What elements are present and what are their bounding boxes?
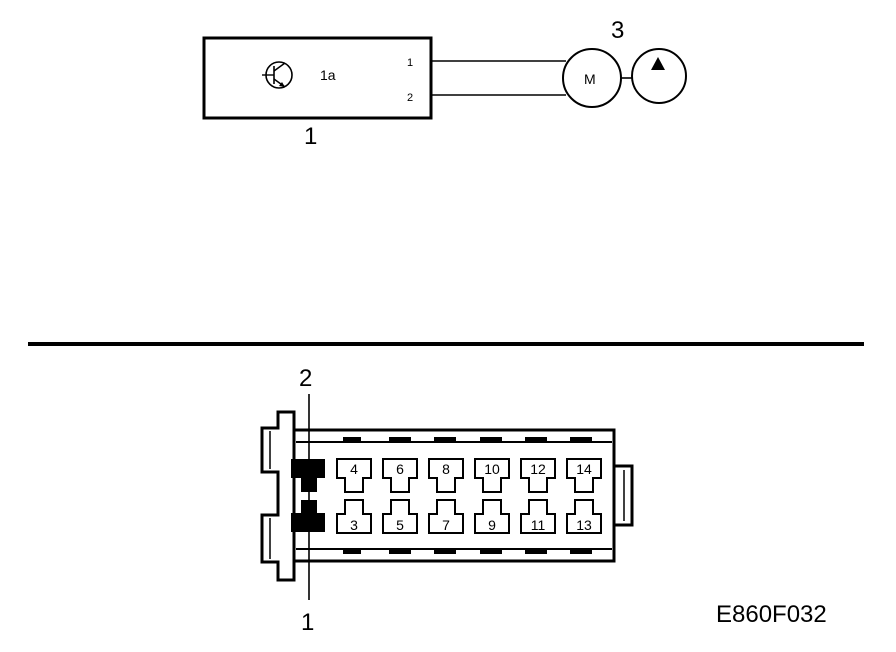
cavity-2-filled: [291, 459, 325, 492]
pin-label-4: 4: [350, 461, 358, 477]
transistor-symbol-icon: [262, 61, 293, 89]
pin-label-8: 8: [442, 461, 450, 477]
pin-cavity-5: [382, 499, 418, 534]
pin-cavity-6: [382, 458, 418, 493]
connector: 2 1 4 6 8 10 12 14 3 5 7 9: [260, 365, 634, 636]
control-unit-callout: 1: [304, 123, 317, 150]
pin-cavity-3: [336, 499, 372, 534]
pin-label-10: 10: [484, 461, 500, 477]
pin-label-12: 12: [530, 461, 546, 477]
pin-cavity-14: [566, 458, 602, 493]
pin-cavity-13: [566, 499, 602, 534]
pump-callout: 3: [611, 17, 624, 44]
pin-label-5: 5: [396, 517, 404, 533]
cavity-1-filled: [291, 500, 325, 532]
left-flange: [260, 410, 296, 582]
connector-callout-1: 1: [301, 609, 314, 636]
motor-label: M: [584, 71, 596, 87]
pin-cavity-7: [428, 499, 464, 534]
connector-housing: [292, 428, 616, 563]
housing-ribs: [343, 437, 592, 554]
pin-label-7: 7: [442, 517, 450, 533]
pin-label-6: 6: [396, 461, 404, 477]
pin-label-9: 9: [488, 517, 496, 533]
terminal-2-label: 2: [407, 92, 413, 104]
pin-label-3: 3: [350, 517, 358, 533]
connector-callout-2: 2: [299, 365, 312, 392]
pin-cavity-11: [520, 499, 556, 534]
pin-label-11: 11: [531, 517, 546, 533]
right-latch: [614, 464, 634, 527]
pin-row-bottom: 3 5 7 9 11 13: [336, 499, 602, 534]
pin-label-13: 13: [576, 517, 592, 533]
pin-cavity-4: [336, 458, 372, 493]
figure-code: E860F032: [716, 601, 827, 628]
transistor-label: 1a: [320, 67, 336, 83]
pin-label-14: 14: [576, 461, 592, 477]
pin-cavity-9: [474, 499, 510, 534]
pin-cavity-12: [520, 458, 556, 493]
pin-cavity-8: [428, 458, 464, 493]
pin-row-top: 4 6 8 10 12 14: [336, 458, 602, 493]
pump-triangle-icon: [651, 57, 665, 70]
pin-cavity-10: [474, 458, 510, 493]
pump-circle: [631, 48, 687, 104]
terminal-1-label: 1: [407, 57, 413, 69]
control-unit-box: [202, 36, 433, 120]
schematic: 1a 1 2 1 M 3: [202, 17, 687, 150]
